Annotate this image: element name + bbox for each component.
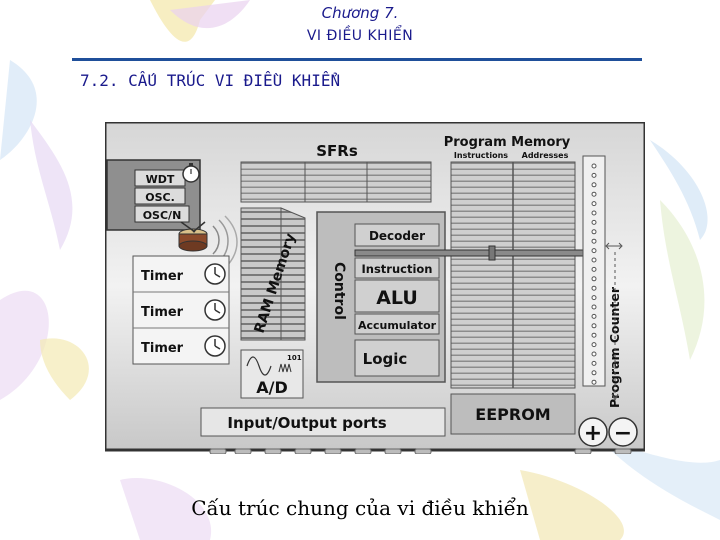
ad-label: A/D xyxy=(256,378,288,397)
bottom-pins xyxy=(209,448,632,454)
timer-block: Timer Timer Timer xyxy=(132,255,230,365)
io-ports-label: Input/Output ports xyxy=(227,414,386,432)
alu-label: ALU xyxy=(376,287,418,309)
plus-icon: + xyxy=(578,417,608,447)
clock-icon xyxy=(182,163,200,183)
counter-dot xyxy=(591,351,597,357)
wdt-label: WDT xyxy=(146,173,175,186)
oscn-label: OSC/N xyxy=(143,209,182,222)
instruction-label: Instruction xyxy=(361,262,432,276)
plus-label: + xyxy=(584,421,602,446)
counter-dot xyxy=(591,238,597,244)
counter-dot xyxy=(591,172,597,178)
microcontroller-diagram: WDT OSC. OSC/N Timer Timer Timer xyxy=(105,122,645,454)
ad-bits-label: 101 xyxy=(287,354,302,362)
osc-label: OSC. xyxy=(145,191,175,204)
program-memory-label: Program Memory xyxy=(444,135,571,150)
counter-dot xyxy=(591,191,597,197)
clock-icon xyxy=(204,263,226,285)
pc-arrow-icon xyxy=(605,242,623,402)
counter-dot xyxy=(591,360,597,366)
addresses-column-label: Addresses xyxy=(522,151,569,160)
counter-dot xyxy=(591,276,597,282)
counter-dot xyxy=(591,257,597,263)
counter-dot xyxy=(591,182,597,188)
chapter-title: VI ĐIỀU KHIỂN xyxy=(306,28,414,44)
counter-dot xyxy=(591,342,597,348)
io-ports-block: Input/Output ports xyxy=(200,407,446,437)
counter-dot xyxy=(591,379,597,385)
ram-memory-block: RAM Memory xyxy=(240,207,306,341)
counter-dot xyxy=(591,229,597,235)
counter-dot xyxy=(591,248,597,254)
counter-dot xyxy=(591,370,597,376)
figure-caption: Cấu trúc chung của vi điều khiển xyxy=(191,496,529,520)
clock-icon xyxy=(204,299,226,321)
sfrs-registers xyxy=(240,161,432,203)
program-memory-block xyxy=(450,161,576,389)
decoder-label: Decoder xyxy=(369,229,425,243)
ad-converter-block: 101 A/D xyxy=(240,349,304,399)
program-pointer xyxy=(354,249,594,257)
counter-dot xyxy=(591,219,597,225)
minus-label: − xyxy=(614,421,632,446)
clock-icon xyxy=(204,335,226,357)
accumulator-label: Accumulator xyxy=(358,319,437,332)
counter-dot xyxy=(591,163,597,169)
program-counter-label: Program Counter xyxy=(607,286,622,408)
counter-dot xyxy=(591,313,597,319)
minus-icon: − xyxy=(608,417,638,447)
timer-label-1: Timer xyxy=(141,269,184,284)
counter-dot xyxy=(591,332,597,338)
counter-dot xyxy=(591,285,597,291)
counter-dot xyxy=(591,323,597,329)
timer-label-2: Timer xyxy=(141,305,184,320)
chapter-label: Chương 7. xyxy=(321,4,399,22)
counter-dot xyxy=(591,295,597,301)
counter-dot xyxy=(591,201,597,207)
counter-dot xyxy=(591,304,597,310)
eeprom-block: EEPROM xyxy=(450,393,576,435)
cpu-block: Control Decoder Instruction ALU Accumula… xyxy=(316,211,446,383)
counter-dot xyxy=(591,210,597,216)
eeprom-label: EEPROM xyxy=(475,405,550,424)
logic-label: Logic xyxy=(363,350,408,368)
counter-dot xyxy=(591,266,597,272)
drum-icon xyxy=(178,215,238,269)
instructions-column-label: Instructions xyxy=(454,151,508,160)
control-label: Control xyxy=(331,262,347,320)
section-title: 7.2. CẤU TRÚC VI ĐIỀU KHIỂN xyxy=(80,71,341,90)
timer-label-3: Timer xyxy=(141,341,184,356)
header-divider xyxy=(72,58,642,61)
sfrs-label: SFRs xyxy=(316,142,358,160)
